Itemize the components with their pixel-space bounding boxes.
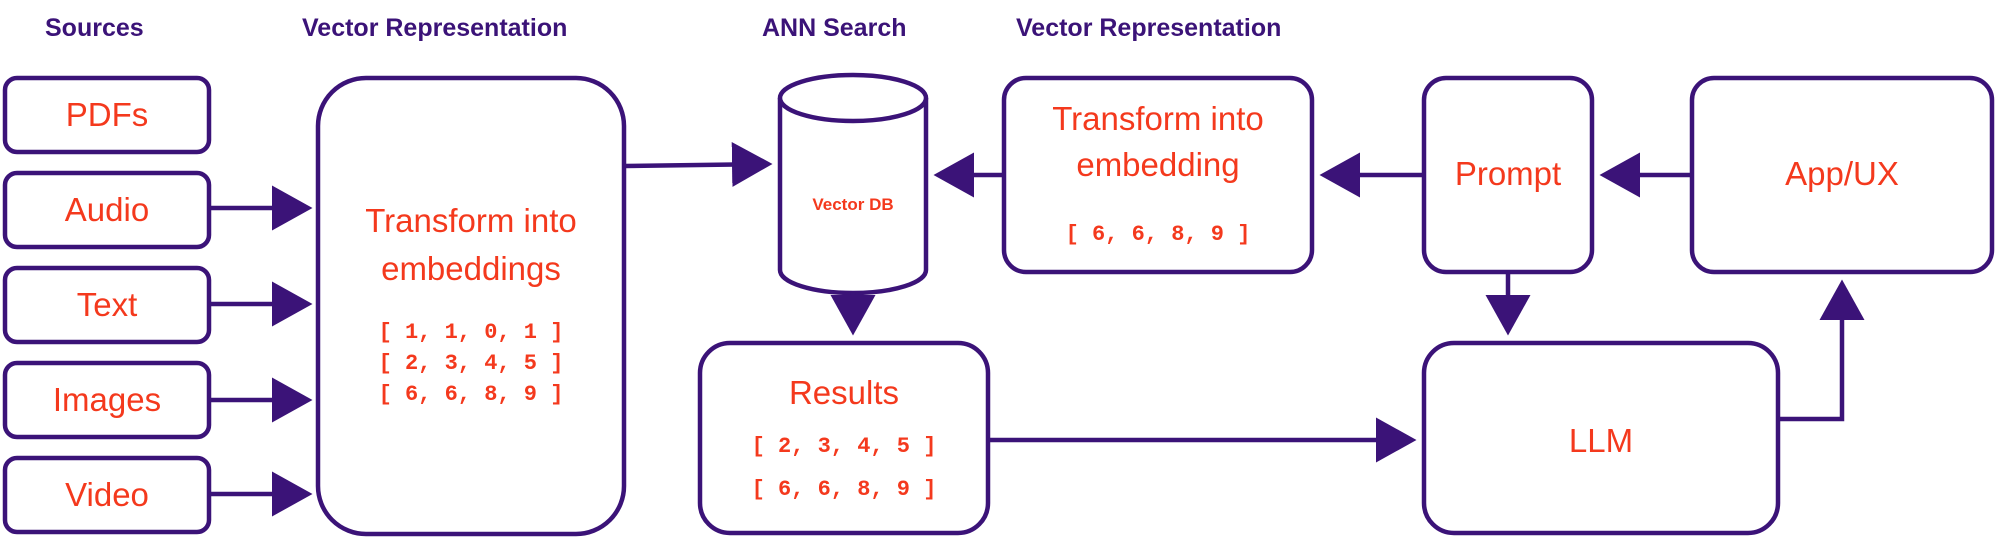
header-vector-representation-2: Vector Representation bbox=[1016, 14, 1281, 42]
query-embedding-box: Transform into embedding [ 6, 6, 8, 9 ] bbox=[1001, 75, 1315, 275]
source-images: Images bbox=[2, 360, 212, 440]
source-text-label: Text bbox=[77, 286, 138, 323]
query-embedding-title-line2: embedding bbox=[1076, 146, 1239, 183]
query-embedding-title-line1: Transform into bbox=[1052, 100, 1264, 137]
embeddings-title-line2: embeddings bbox=[381, 250, 561, 287]
arrow-embeddings-to-vectordb bbox=[623, 142, 773, 187]
app-ux-label: App/UX bbox=[1785, 155, 1899, 192]
results-box: Results [ 2, 3, 4, 5 ] [ 6, 6, 8, 9 ] bbox=[697, 340, 991, 536]
llm-label: LLM bbox=[1569, 422, 1633, 459]
header-vector-representation-1: Vector Representation bbox=[302, 14, 567, 42]
source-text: Text bbox=[2, 265, 212, 345]
header-ann-search: ANN Search bbox=[762, 14, 907, 42]
header-sources: Sources bbox=[45, 14, 144, 42]
embeddings-box: Transform into embeddings [ 1, 1, 0, 1 ]… bbox=[315, 75, 627, 537]
llm-box: LLM bbox=[1421, 340, 1781, 536]
vector-db-label: Vector DB bbox=[812, 195, 893, 214]
arrow-llm-to-app bbox=[1778, 279, 1865, 422]
embedding-vector-2: [ 2, 3, 4, 5 ] bbox=[379, 351, 564, 376]
vector-db-cylinder: Vector DB bbox=[777, 72, 929, 296]
source-video: Video bbox=[2, 455, 212, 535]
results-title: Results bbox=[789, 374, 899, 411]
prompt-box: Prompt bbox=[1421, 75, 1595, 275]
results-vector-2: [ 6, 6, 8, 9 ] bbox=[752, 477, 937, 502]
embedding-vector-3: [ 6, 6, 8, 9 ] bbox=[379, 382, 564, 407]
source-images-label: Images bbox=[53, 381, 161, 418]
embedding-vector-1: [ 1, 1, 0, 1 ] bbox=[379, 320, 564, 345]
results-vector-1: [ 2, 3, 4, 5 ] bbox=[752, 434, 937, 459]
prompt-label: Prompt bbox=[1455, 155, 1561, 192]
source-pdfs-label: PDFs bbox=[66, 96, 149, 133]
query-embedding-vector: [ 6, 6, 8, 9 ] bbox=[1066, 222, 1251, 247]
source-video-label: Video bbox=[65, 476, 149, 513]
source-pdfs: PDFs bbox=[2, 75, 212, 155]
embeddings-title-line1: Transform into bbox=[365, 202, 577, 239]
source-audio: Audio bbox=[2, 170, 212, 250]
source-audio-label: Audio bbox=[65, 191, 149, 228]
app-ux-box: App/UX bbox=[1689, 75, 1995, 275]
